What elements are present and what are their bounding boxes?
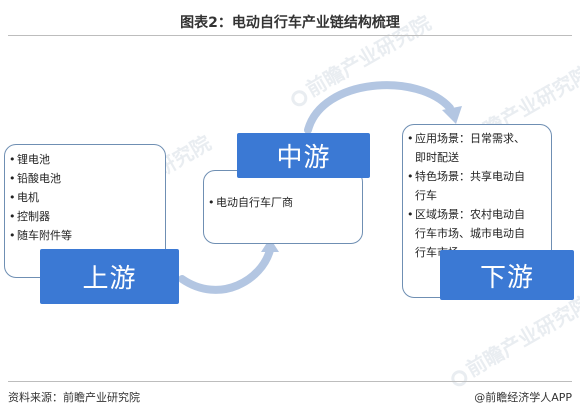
list-item: •特色场景：共享电动自 <box>407 167 525 186</box>
midstream-panel: •电动自行车厂商 <box>203 170 363 244</box>
bullet-icon: • <box>9 229 16 242</box>
source-note: 资料来源：前瞻产业研究院 <box>8 391 140 404</box>
list-item: •电机 <box>9 188 72 207</box>
upstream-badge: 上游 <box>40 249 179 304</box>
brand-credit: @前瞻经济学人APP <box>474 391 572 404</box>
downstream-badge: 下游 <box>440 250 574 300</box>
item-label: 即时配送 <box>415 151 459 164</box>
list-item: •应用场景：日常需求、 <box>407 129 525 148</box>
bullet-icon: • <box>208 196 215 209</box>
watermark: 前瞻产业研究院 <box>443 287 580 392</box>
bullet-icon: • <box>407 208 414 221</box>
bottom-divider <box>8 381 572 382</box>
bullet-icon: • <box>9 153 16 166</box>
list-item: •锂电池 <box>9 150 72 169</box>
downstream-item-list: •应用场景：日常需求、 即时配送 •特色场景：共享电动自 行车 •区域场景：农村… <box>407 129 525 262</box>
midstream-label: 中游 <box>276 143 331 173</box>
item-label: 铅酸电池 <box>17 172 61 185</box>
bullet-icon: • <box>9 172 16 185</box>
list-item: •区域场景：农村电动自 <box>407 205 525 224</box>
list-item: •随车附件等 <box>9 226 72 245</box>
item-label: 锂电池 <box>17 153 50 166</box>
midstream-item-list: •电动自行车厂商 <box>208 193 293 212</box>
downstream-label: 下游 <box>479 262 534 293</box>
midstream-badge: 中游 <box>237 133 370 178</box>
list-item: •电动自行车厂商 <box>208 193 293 212</box>
arrow-mid-to-down-head <box>442 106 462 124</box>
item-label: 行车市场、城市电动自 <box>415 227 525 240</box>
bullet-icon: • <box>9 191 16 204</box>
list-item: •控制器 <box>9 207 72 226</box>
top-divider <box>8 35 572 36</box>
item-label: 特色场景：共享电动自 <box>415 170 525 183</box>
upstream-item-list: •锂电池 •铅酸电池 •电机 •控制器 •随车附件等 <box>9 150 72 245</box>
item-label: 电动自行车厂商 <box>216 196 293 209</box>
bullet-icon: • <box>9 210 16 223</box>
list-item-continuation: 行车市场、城市电动自 <box>407 224 525 243</box>
item-label: 行车 <box>415 189 437 202</box>
item-label: 电机 <box>17 191 39 204</box>
item-label: 区域场景：农村电动自 <box>415 208 525 221</box>
list-item: •铅酸电池 <box>9 169 72 188</box>
bullet-icon: • <box>407 132 414 145</box>
page-title: 图表2：电动自行车产业链结构梳理 <box>180 15 400 31</box>
upstream-label: 上游 <box>82 264 137 294</box>
list-item-continuation: 行车 <box>407 186 525 205</box>
item-label: 随车附件等 <box>17 229 72 242</box>
item-label: 应用场景：日常需求、 <box>415 132 525 145</box>
item-label: 控制器 <box>17 210 50 223</box>
watermark-text: 前瞻产业研究院 <box>461 290 580 382</box>
arrow-up-to-mid <box>178 246 274 294</box>
bullet-icon: • <box>407 170 414 183</box>
list-item-continuation: 即时配送 <box>407 148 525 167</box>
